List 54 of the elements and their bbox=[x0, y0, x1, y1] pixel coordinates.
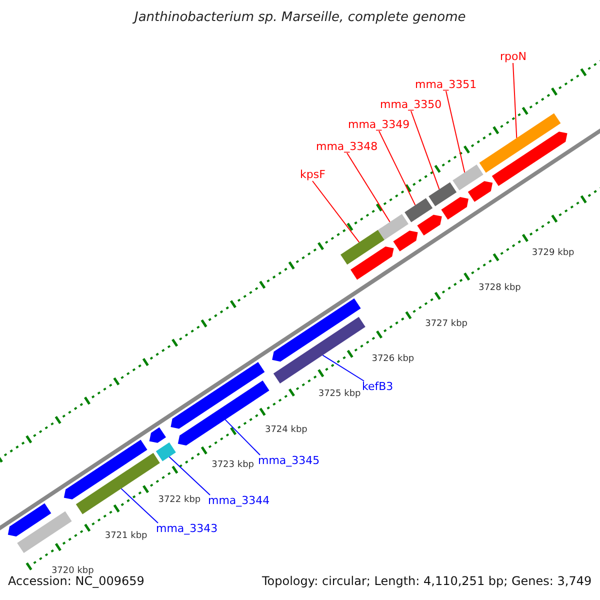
scale-label: 3722 kbp bbox=[158, 495, 201, 506]
gene-bar bbox=[17, 511, 72, 553]
gene-bar bbox=[340, 230, 384, 265]
gene-bar bbox=[393, 230, 418, 252]
gene-label: kpsF bbox=[300, 168, 326, 181]
gene-label: rpoN bbox=[500, 50, 526, 63]
gene-bar bbox=[273, 316, 366, 384]
gene-bar bbox=[149, 427, 166, 443]
gene-label: mma_3348 bbox=[316, 140, 378, 153]
gene-bar bbox=[492, 132, 568, 186]
gene-label: mma_3351 bbox=[415, 78, 477, 91]
gene-bar bbox=[428, 182, 457, 206]
gene-label: mma_3344 bbox=[208, 494, 270, 507]
leader-line bbox=[322, 354, 364, 382]
gene-bar bbox=[8, 503, 52, 536]
leader-line bbox=[512, 62, 518, 139]
leader-line bbox=[168, 456, 210, 496]
leader-line bbox=[120, 488, 158, 524]
gene-bar bbox=[272, 298, 361, 362]
gene-bar bbox=[64, 440, 148, 500]
gene-bar bbox=[417, 214, 442, 236]
scale-label: 3721 kbp bbox=[104, 530, 148, 541]
scale-label: 3723 kbp bbox=[212, 460, 254, 470]
scale-label: 3724 kbp bbox=[264, 424, 308, 435]
accession-text: Accession: NC_009659 bbox=[8, 574, 144, 588]
scale-label: 3720 kbp bbox=[51, 566, 94, 576]
gene-bar bbox=[156, 442, 176, 462]
leader-line bbox=[378, 130, 416, 206]
leader-line bbox=[224, 419, 260, 456]
genome-info-text: Topology: circular; Length: 4,110,251 bp; Genes: 3,749 bbox=[262, 574, 592, 588]
scale-label: 3725 kbp bbox=[318, 389, 361, 400]
gene-label: mma_3345 bbox=[258, 454, 320, 467]
scale-label: 3728 kbp bbox=[478, 283, 521, 294]
gene-label: mma_3349 bbox=[348, 118, 410, 131]
leader-line bbox=[346, 152, 390, 222]
gene-bar bbox=[350, 246, 394, 280]
leader-line bbox=[446, 90, 466, 173]
gene-bar bbox=[452, 164, 484, 190]
gene-bar bbox=[468, 181, 493, 202]
title: Janthinobacterium sp. Marseille, complete genome bbox=[134, 10, 466, 25]
scale-label: 3727 kbp bbox=[425, 318, 468, 329]
leader-line bbox=[410, 110, 440, 190]
scale-label: 3726 kbp bbox=[372, 354, 414, 364]
gene-bar bbox=[76, 452, 160, 514]
gene-bar bbox=[170, 362, 265, 429]
gene-bar bbox=[479, 113, 561, 173]
gene-bar bbox=[378, 214, 408, 240]
gene-bar bbox=[441, 197, 468, 220]
leader-line bbox=[312, 180, 360, 243]
scale-label: 3729 kbp bbox=[532, 248, 574, 258]
gene-label: kefB3 bbox=[362, 380, 394, 393]
gene-bar bbox=[404, 198, 433, 222]
gene-label: mma_3343 bbox=[156, 522, 218, 535]
gene-label: mma_3350 bbox=[380, 98, 442, 111]
